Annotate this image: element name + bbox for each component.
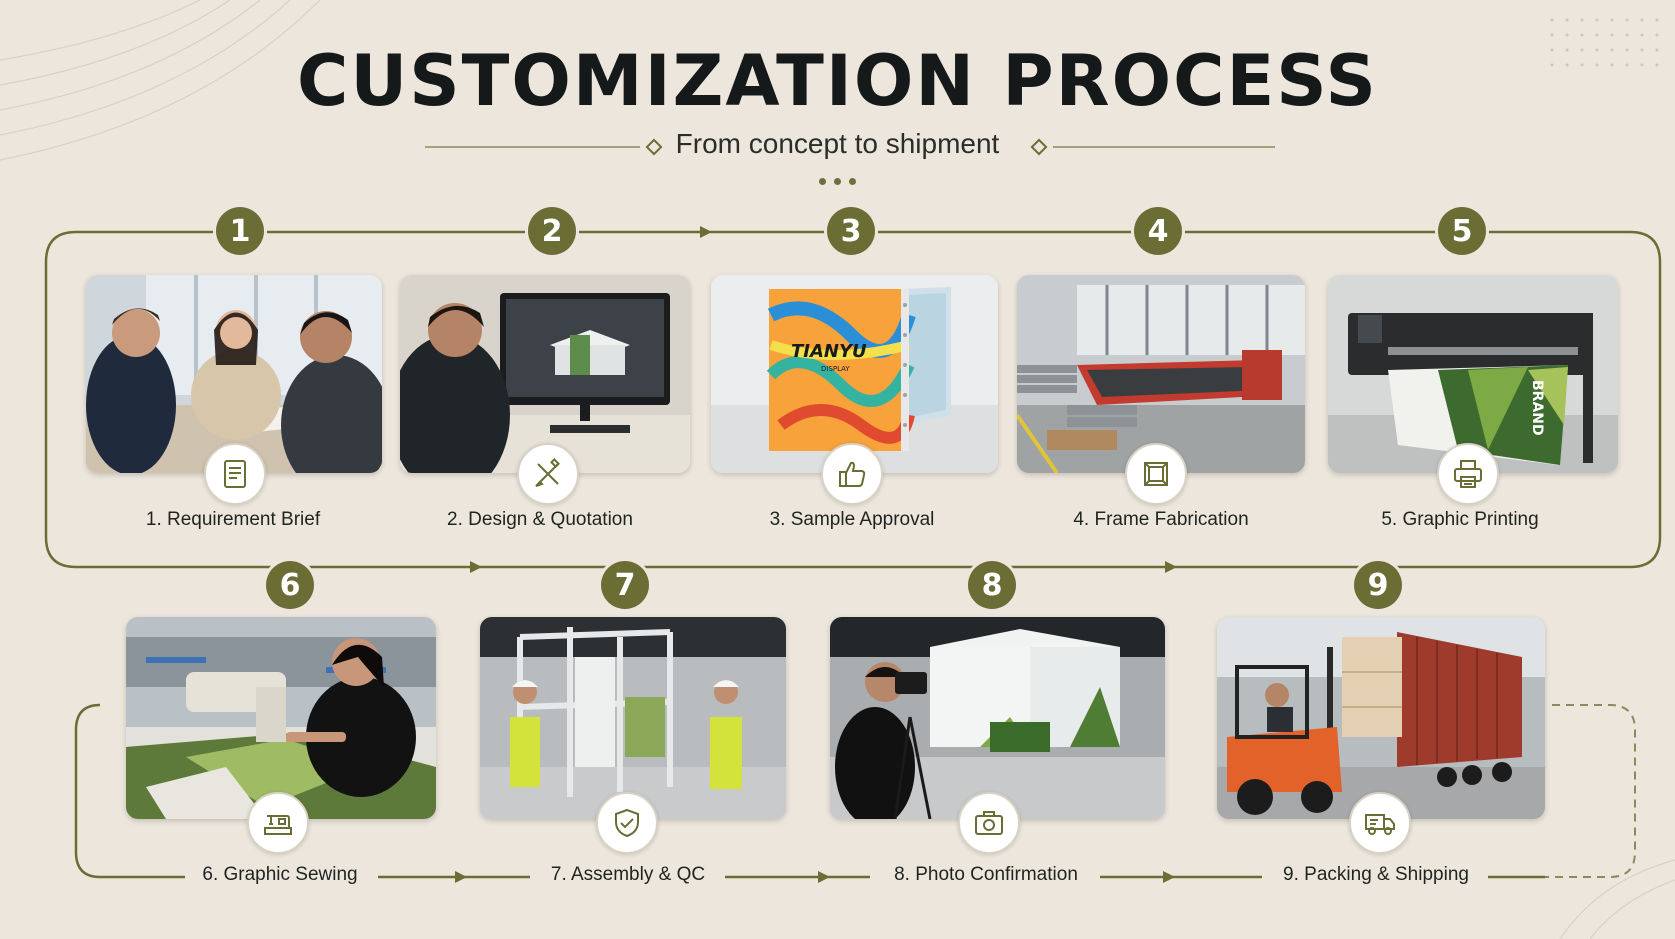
printer-icon (1437, 443, 1499, 505)
step-1-photo (86, 275, 382, 473)
step-4-photo (1017, 275, 1305, 473)
sample-sub-text: DISPLAY (821, 365, 850, 373)
page-subtitle: From concept to shipment (675, 128, 1000, 159)
sewing-machine-icon (247, 792, 309, 854)
step-2-number-badge: 2 (528, 207, 576, 255)
frame-icon (1125, 443, 1187, 505)
step-1-number-badge: 1 (216, 207, 264, 255)
page-title: CUSTOMIZATION PROCESS (297, 40, 1378, 122)
step-5-photo: BRAND (1328, 275, 1618, 473)
shield-check-icon (596, 792, 658, 854)
pencil-ruler-icon (517, 443, 579, 505)
step-7-number-badge: 7 (601, 561, 649, 609)
step-5-number-badge: 5 (1438, 207, 1486, 255)
step-3-number-badge: 3 (827, 207, 875, 255)
divider-dots (0, 172, 1675, 190)
step-9-number-badge: 9 (1354, 561, 1402, 609)
step-8-label: 8. Photo Confirmation (886, 864, 1086, 886)
step-9-photo (1217, 617, 1545, 819)
thumbs-up-icon (821, 443, 883, 505)
step-9-label: 9. Packing & Shipping (1275, 864, 1477, 886)
truck-icon (1349, 792, 1411, 854)
step-3-label: 3. Sample Approval (761, 509, 943, 531)
step-2-photo (400, 275, 690, 473)
step-4-label: 4. Frame Fabrication (1065, 509, 1257, 531)
step-1-label: 1. Requirement Brief (137, 509, 329, 531)
step-6-photo (126, 617, 436, 819)
step-8-photo (830, 617, 1165, 819)
document-icon (204, 443, 266, 505)
step-7-photo (480, 617, 786, 819)
step-6-label: 6. Graphic Sewing (194, 864, 366, 886)
sample-brand-text: TIANYU (791, 341, 867, 362)
step-7-label: 7. Assembly & QC (542, 864, 714, 886)
camera-icon (958, 792, 1020, 854)
step-4-number-badge: 4 (1134, 207, 1182, 255)
step-8-number-badge: 8 (968, 561, 1016, 609)
step-6-number-badge: 6 (266, 561, 314, 609)
step-3-photo: TIANYU DISPLAY (711, 275, 998, 473)
banner-brand-text: BRAND (1529, 380, 1545, 436)
step-2-label: 2. Design & Quotation (439, 509, 641, 531)
step-5-label: 5. Graphic Printing (1373, 509, 1547, 531)
